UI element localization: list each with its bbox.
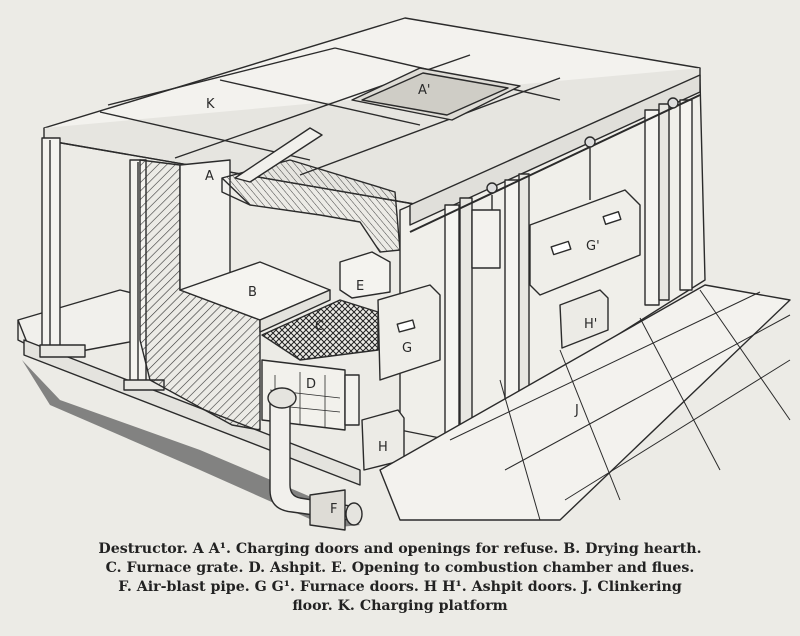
label-f: F [330, 502, 337, 517]
label-a: A [205, 169, 214, 184]
caption-line-3: F. Air-blast pipe. G G¹. Furnace doors. … [118, 579, 682, 595]
label-e: E [356, 279, 364, 294]
label-a-prime: A' [418, 83, 430, 98]
caption-line-1: Destructor. A A¹. Charging doors and ope… [98, 541, 702, 557]
hopper-flap [234, 127, 323, 183]
ashpit-door-h [361, 409, 405, 471]
label-h: H [378, 440, 388, 455]
figure-caption: Destructor. A A¹. Charging doors and ope… [0, 540, 800, 616]
arch-section [221, 159, 401, 253]
label-c: C [315, 319, 324, 334]
label-g-prime: G' [586, 239, 600, 254]
label-k: K [206, 97, 215, 112]
caption-line-2: C. Furnace grate. D. Ashpit. E. Opening … [105, 560, 695, 576]
label-b: B [248, 285, 257, 300]
ashpit-door-h-prime [559, 289, 609, 349]
clinkering-floor [379, 284, 791, 521]
label-g: G [402, 341, 412, 356]
furnace-grate [261, 299, 379, 361]
caption-line-4: floor. K. Charging platform [292, 598, 508, 614]
label-d: D [306, 377, 316, 392]
left-column-1 [41, 137, 61, 354]
furnace-door-g [377, 284, 441, 381]
label-h-prime: H' [584, 317, 597, 332]
combustion-opening [339, 251, 391, 299]
destructor-illustration: A' K A B C E G G' H' D J H F [17, 17, 791, 531]
label-j: J [574, 403, 579, 418]
